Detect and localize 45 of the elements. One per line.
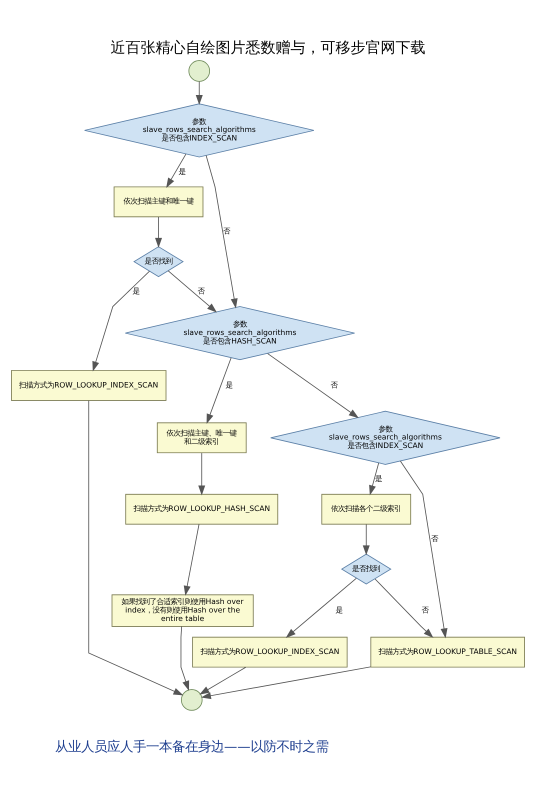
node-box: 扫描方式为ROW_LOOKUP_INDEX_SCAN [11,370,166,401]
edge-label: 否 [197,286,204,296]
arrow [92,270,150,372]
arrow [184,524,200,596]
node-box: 扫描方式为ROW_LOOKUP_TABLE_SCAN [370,636,525,668]
edge-label: 是 [375,474,382,484]
arrow [369,462,380,496]
arrow [286,578,357,638]
arrow [166,154,186,188]
edge-label: 是 [335,605,342,614]
edge-label: 是 [226,380,233,390]
edge-label: 是 [132,286,140,296]
node-diamond: 是否找到 [340,554,392,585]
arrow [199,666,246,695]
arrow [400,460,448,638]
node-box: 扫描方式为ROW_LOOKUP_INDEX_SCAN [192,636,348,668]
arrow [180,626,190,691]
node-box: 依次扫描主键和唯一键 [114,186,204,218]
arrow [374,578,434,638]
arrow [362,524,370,556]
arrow [267,353,359,418]
arrow [206,155,238,309]
edge-label: 否 [330,380,338,390]
arrow [155,216,162,248]
node-diamond: 参数slave_rows_search_algorithms是否包含HASH_SCAN [124,306,356,360]
arrow [168,270,217,313]
node-box: 依次扫描主键、唯一键和二级索引 [156,422,247,454]
edge-label: 否 [422,605,429,614]
edge-label: 否 [223,226,230,236]
caption: 从业人员应人手一本备在身边——以防不时之需 [54,740,329,755]
arrow [196,81,203,106]
edge-label: 是 [178,166,186,176]
node-circle [180,689,203,711]
arrow [200,666,371,700]
node-diamond: 参数slave_rows_search_algorithms是否包含INDEX_SCAN [84,103,314,158]
diagram-title: 近百张精心自绘图片悉数赠与，可移步官网下载 [110,38,426,57]
node-circle [188,60,210,82]
arrow [206,357,232,424]
arrow [88,400,184,696]
node-box: 扫描方式为ROW_LOOKUP_HASH_SCAN [125,494,278,525]
node-box: 依次扫描各个二级索引 [321,494,412,525]
arrow [198,452,206,496]
edge-label: 否 [430,534,438,543]
node-diamond: 是否找到 [133,246,184,278]
node-box: 如果找到了合适索引则使用Hash over index，没有则使用Hash over the entire table [112,594,254,627]
